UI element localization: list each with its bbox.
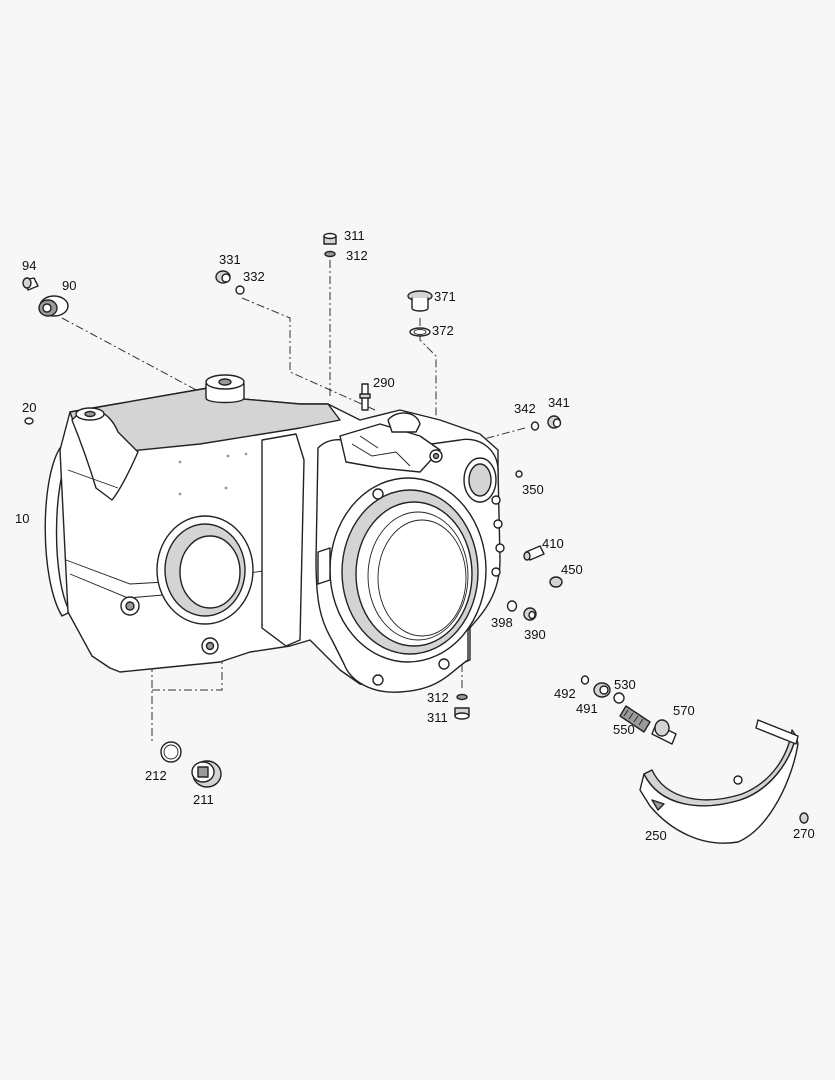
part-350 [515, 470, 523, 478]
part-372 [409, 327, 431, 337]
part-331 [215, 270, 231, 284]
main-housing [44, 374, 505, 693]
label-250: 250 [645, 828, 667, 843]
part-550-spring [619, 705, 651, 733]
part-90 [38, 295, 69, 317]
part-342 [530, 421, 540, 431]
part-312-bottom [456, 693, 468, 701]
part-290 [359, 383, 371, 411]
part-390 [523, 607, 537, 621]
part-211 [191, 760, 222, 788]
label-311-bottom: 311 [427, 710, 448, 725]
label-10: 10 [15, 511, 29, 526]
part-94 [22, 277, 39, 291]
label-90: 90 [62, 278, 76, 293]
label-20: 20 [22, 400, 36, 415]
part-341 [547, 415, 562, 429]
label-212: 212 [145, 768, 167, 783]
part-332 [235, 285, 245, 295]
label-270: 270 [793, 826, 815, 841]
label-332: 332 [243, 269, 265, 284]
part-530 [613, 692, 625, 704]
part-398 [506, 600, 518, 612]
part-570 [651, 719, 677, 745]
part-491 [593, 682, 611, 698]
part-20 [24, 417, 34, 425]
label-350: 350 [522, 482, 544, 497]
label-341: 341 [548, 395, 570, 410]
label-570: 570 [673, 703, 695, 718]
part-311-bottom [454, 707, 470, 720]
part-311-top [323, 232, 337, 245]
label-371: 371 [434, 289, 456, 304]
flange-bolt-holes [372, 488, 505, 686]
label-372: 372 [432, 323, 454, 338]
label-312-bottom: 312 [427, 690, 449, 705]
part-371 [407, 290, 433, 312]
label-410: 410 [542, 536, 564, 551]
part-450 [549, 576, 563, 588]
label-390: 390 [524, 627, 546, 642]
label-550: 550 [613, 722, 635, 737]
part-410 [523, 545, 545, 561]
label-450: 450 [561, 562, 583, 577]
label-492: 492 [554, 686, 576, 701]
label-342: 342 [514, 401, 536, 416]
label-94: 94 [22, 258, 36, 273]
label-311-top: 311 [344, 228, 365, 243]
part-312-top [324, 250, 336, 258]
label-491: 491 [576, 701, 598, 716]
label-530: 530 [614, 677, 636, 692]
label-312-top: 312 [346, 248, 368, 263]
label-211: 211 [193, 792, 214, 807]
part-250-shield [639, 719, 799, 844]
label-290: 290 [373, 375, 395, 390]
label-331: 331 [219, 252, 241, 267]
label-398: 398 [491, 615, 513, 630]
part-212 [160, 741, 182, 763]
part-270 [799, 812, 809, 824]
part-492 [580, 675, 590, 685]
part-labels: 94 90 20 10 331 332 311 312 371 372 290 … [15, 228, 815, 843]
